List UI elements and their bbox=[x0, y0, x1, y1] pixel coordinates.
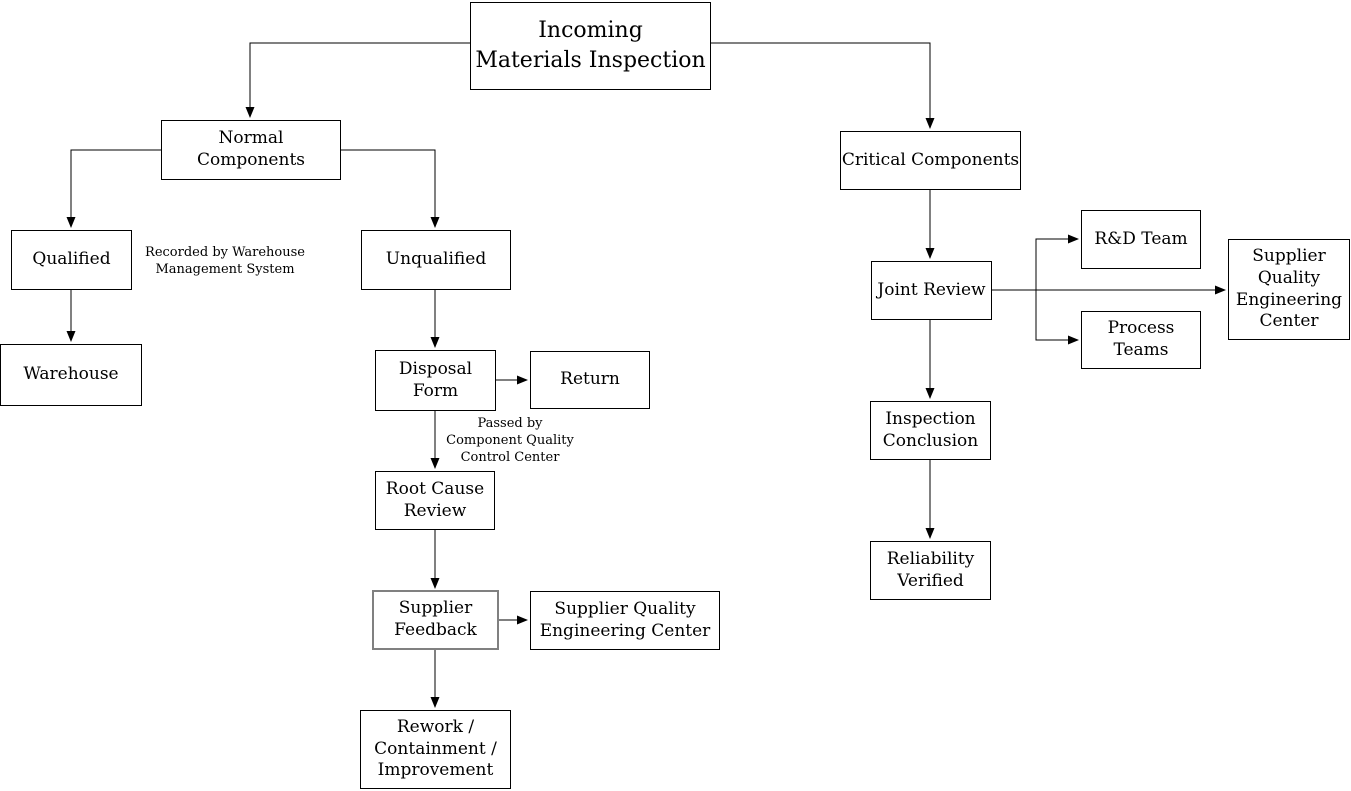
node-root-cause-review: Root Cause Review bbox=[375, 471, 495, 530]
node-critical-components: Critical Components bbox=[840, 131, 1021, 190]
edge-jointreview-rdteam bbox=[1035, 234, 1079, 290]
annotation-recorded-by-warehouse: Recorded by Warehouse Management System bbox=[145, 245, 305, 278]
edge-title-normal bbox=[245, 42, 471, 118]
edge-normal-unqualified bbox=[341, 149, 440, 228]
node-warehouse: Warehouse bbox=[0, 344, 142, 406]
edge-jointreview-processteams bbox=[1035, 290, 1079, 345]
node-rd-team: R&D Team bbox=[1081, 210, 1201, 269]
node-incoming-materials-inspection: Incoming Materials Inspection bbox=[470, 2, 711, 90]
node-joint-review: Joint Review bbox=[871, 261, 992, 320]
node-rework-containment-improvement: Rework / Containment / Improvement bbox=[360, 710, 511, 789]
annotation-passed-by-cqcc: Passed by Component Quality Control Cent… bbox=[446, 416, 574, 466]
node-supplier-quality-engineering-center-right: Supplier Quality Engineering Center bbox=[1228, 239, 1350, 340]
node-unqualified: Unqualified bbox=[361, 230, 511, 290]
node-process-teams: Process Teams bbox=[1081, 311, 1201, 369]
edge-title-critical bbox=[711, 42, 935, 129]
node-qualified: Qualified bbox=[11, 230, 132, 290]
node-supplier-quality-engineering-center-mid: Supplier Quality Engineering Center bbox=[530, 591, 720, 650]
node-normal-components: Normal Components bbox=[161, 120, 341, 180]
edge-normal-qualified bbox=[66, 149, 161, 228]
node-disposal-form: Disposal Form bbox=[375, 350, 496, 411]
node-reliability-verified: Reliability Verified bbox=[870, 541, 991, 600]
node-supplier-feedback: Supplier Feedback bbox=[372, 590, 499, 650]
node-return: Return bbox=[530, 351, 650, 409]
node-inspection-conclusion: Inspection Conclusion bbox=[870, 401, 991, 460]
